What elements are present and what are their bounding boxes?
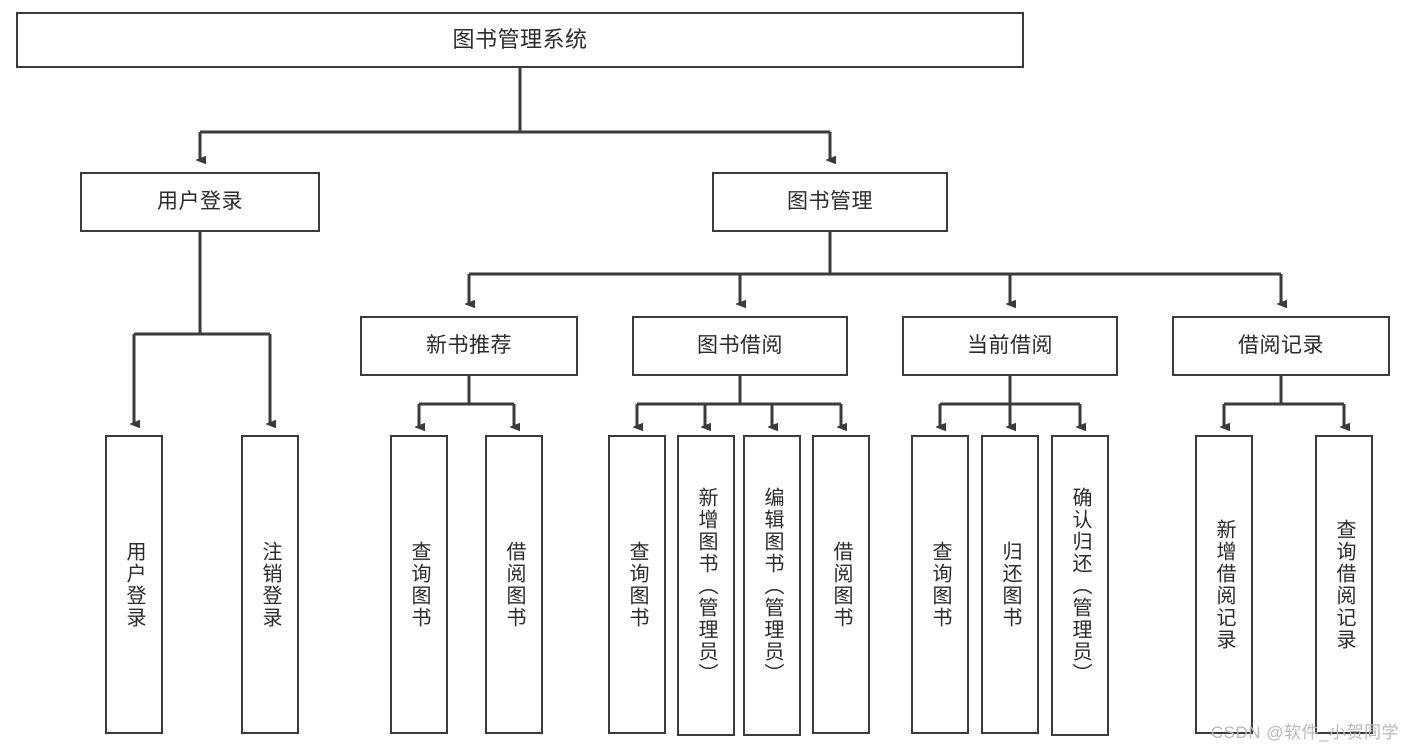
leaf-recommend-query-book[interactable]: 查询图书	[390, 435, 448, 734]
node-label: 用户登录	[123, 540, 145, 629]
node-label: 查询图书	[626, 540, 648, 629]
node-label: 借阅图书	[830, 540, 852, 629]
node-label: 查询图书	[408, 540, 430, 629]
leaf-recommend-borrow-book[interactable]: 借阅图书	[485, 435, 543, 734]
node-label: 编辑图书（管理员）	[761, 486, 783, 685]
node-borrow-record[interactable]: 借阅记录	[1172, 316, 1390, 376]
node-label: 查询借阅记录	[1333, 518, 1355, 651]
csdn-watermark: CSDN @软件_小贺同学	[1210, 723, 1399, 742]
node-label: 查询图书	[929, 540, 951, 629]
node-label: 图书借阅	[697, 333, 783, 357]
leaf-borrow-query-book[interactable]: 查询图书	[608, 435, 666, 734]
node-new-book-recommend[interactable]: 新书推荐	[360, 316, 578, 376]
node-book-management[interactable]: 图书管理	[712, 172, 948, 232]
leaf-user-login-signout[interactable]: 注销登录	[241, 435, 299, 734]
node-label: 借阅记录	[1238, 333, 1324, 357]
leaf-current-query-book[interactable]: 查询图书	[911, 435, 969, 734]
node-label: 新书推荐	[426, 333, 512, 357]
node-user-login[interactable]: 用户登录	[80, 172, 320, 232]
leaf-record-query-record[interactable]: 查询借阅记录	[1315, 435, 1373, 734]
node-root-system[interactable]: 图书管理系统	[16, 12, 1024, 68]
leaf-borrow-borrow-book[interactable]: 借阅图书	[812, 435, 870, 734]
leaf-record-add-record[interactable]: 新增借阅记录	[1195, 435, 1253, 734]
node-label: 当前借阅	[967, 333, 1053, 357]
node-label: 借阅图书	[503, 540, 525, 629]
leaf-current-confirm-return-admin[interactable]: 确认归还（管理员）	[1051, 435, 1109, 736]
node-label: 用户登录	[157, 189, 243, 213]
node-label: 图书管理	[787, 189, 873, 213]
leaf-borrow-add-book-admin[interactable]: 新增图书（管理员）	[677, 435, 735, 736]
node-label: 图书管理系统	[452, 27, 588, 53]
node-label: 新增图书（管理员）	[695, 486, 717, 685]
node-label: 新增借阅记录	[1213, 518, 1235, 651]
leaf-borrow-edit-book-admin[interactable]: 编辑图书（管理员）	[743, 435, 801, 736]
leaf-current-return-book[interactable]: 归还图书	[981, 435, 1039, 734]
node-label: 归还图书	[999, 540, 1021, 629]
node-label: 注销登录	[259, 540, 281, 629]
node-book-borrow[interactable]: 图书借阅	[632, 316, 848, 376]
node-current-borrow[interactable]: 当前借阅	[902, 316, 1118, 376]
node-label: 确认归还（管理员）	[1069, 486, 1091, 685]
leaf-user-login-signin[interactable]: 用户登录	[105, 435, 163, 734]
